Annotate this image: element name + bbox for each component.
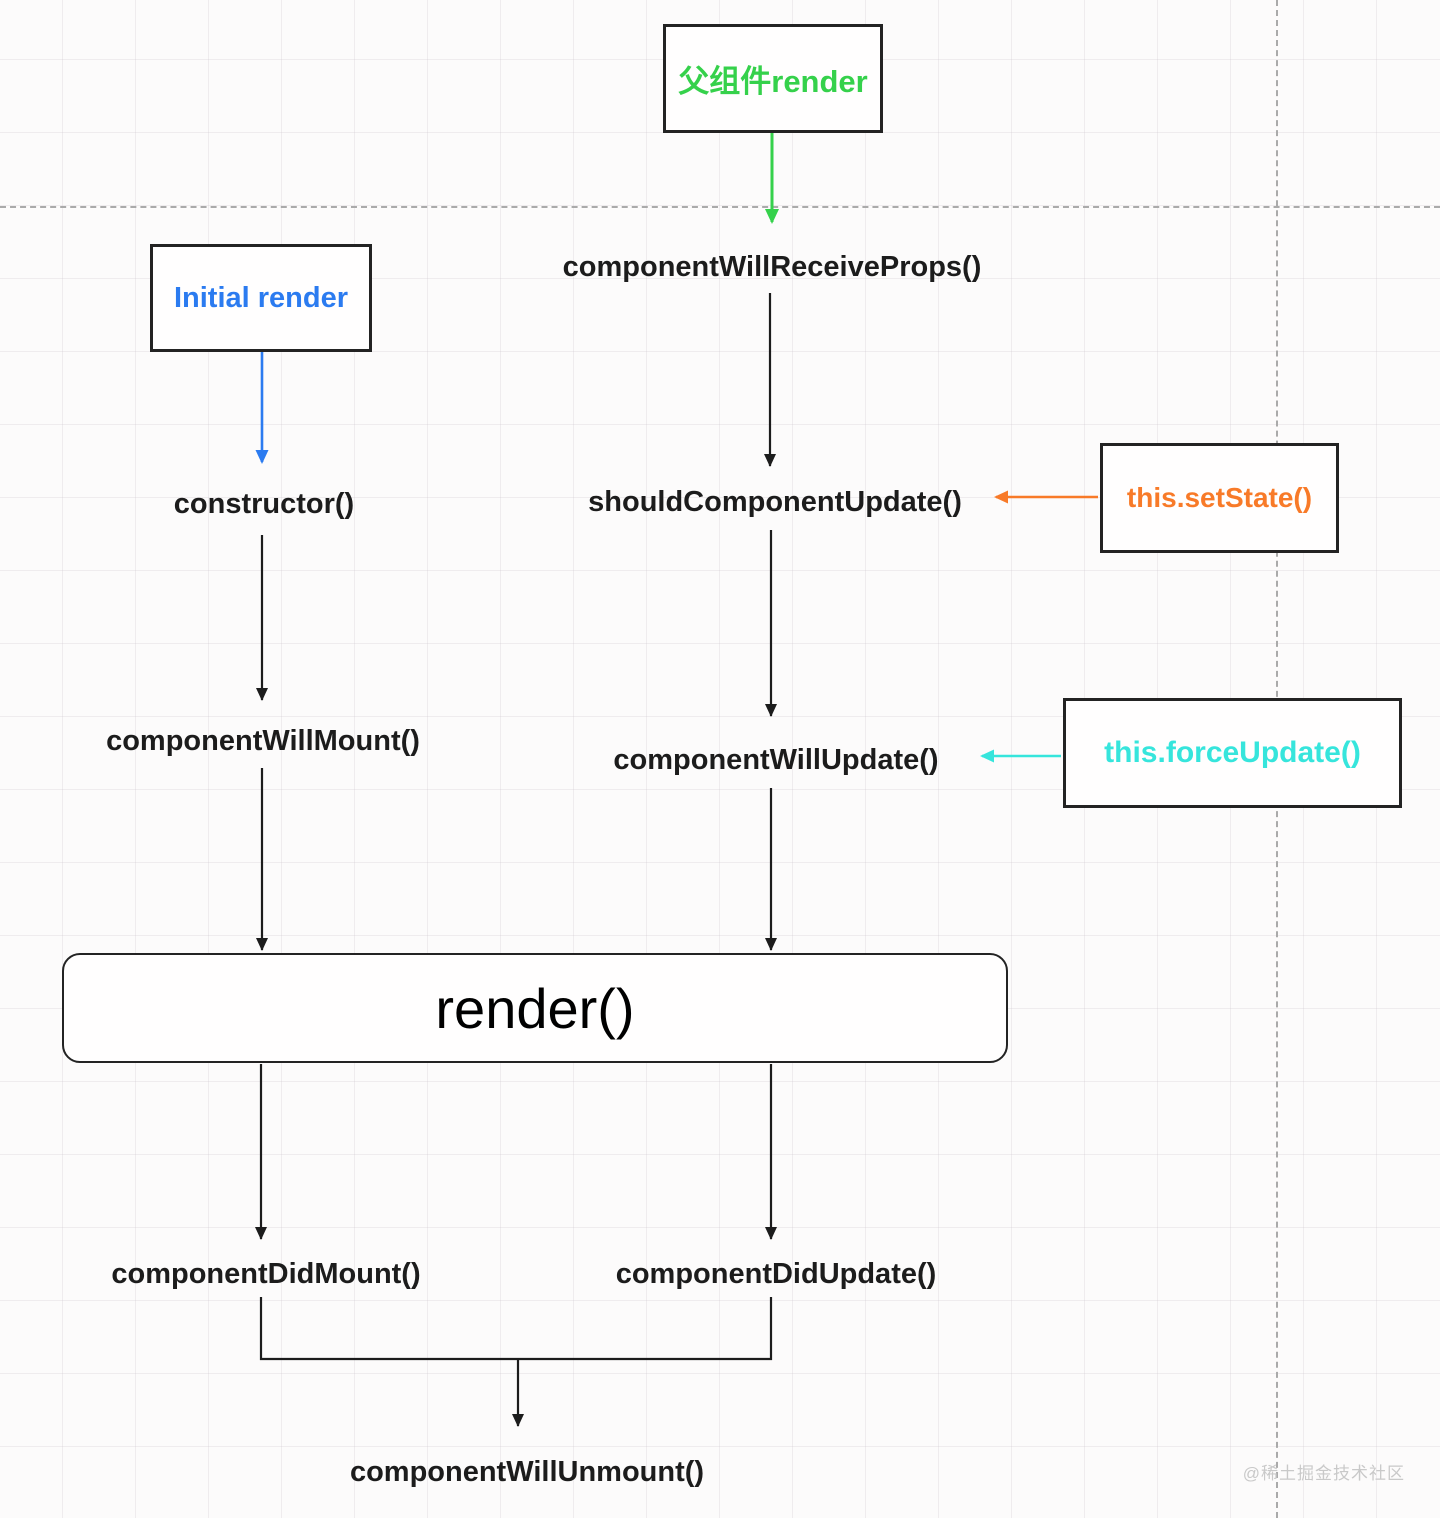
node-component-will-mount: componentWillMount() <box>106 725 420 757</box>
initial-render-box: Initial render <box>150 244 372 352</box>
render-label: render() <box>435 976 635 1040</box>
set-state-box: this.setState() <box>1100 443 1339 553</box>
render-box: render() <box>62 953 1008 1063</box>
node-component-did-update: componentDidUpdate() <box>615 1258 937 1290</box>
node-constructor: constructor() <box>173 488 355 520</box>
set-state-label: this.setState() <box>1126 482 1313 513</box>
connector-did-mount-did-update-merge <box>259 1297 773 1361</box>
watermark: @稀土掘金技术社区 <box>1242 1464 1405 1483</box>
force-update-label: this.forceUpdate() <box>1104 736 1361 769</box>
parent-render-label: 父组件render <box>678 64 868 99</box>
node-component-will-update: componentWillUpdate() <box>613 744 939 776</box>
page-break-horizontal-line <box>0 206 1440 208</box>
initial-render-label: Initial render <box>173 281 349 314</box>
node-component-will-receive-props: componentWillReceiveProps() <box>562 251 982 283</box>
force-update-box: this.forceUpdate() <box>1063 698 1402 808</box>
node-component-did-mount: componentDidMount() <box>111 1258 421 1290</box>
parent-render-box: 父组件render <box>663 24 883 133</box>
node-should-component-update: shouldComponentUpdate() <box>588 486 962 518</box>
node-component-will-unmount: componentWillUnmount() <box>349 1456 705 1488</box>
